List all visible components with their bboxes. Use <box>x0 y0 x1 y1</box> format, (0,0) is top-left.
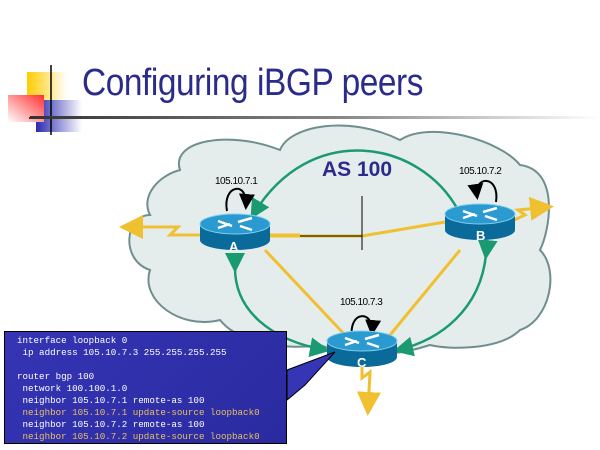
config-line: network 100.100.1.0 <box>17 383 128 394</box>
router-c-loopback-label: 105.10.7.3 <box>340 297 383 308</box>
config-line <box>17 359 286 371</box>
config-line: router bgp 100 <box>17 371 95 382</box>
router-a-loopback-label: 105.10.7.1 <box>215 176 258 187</box>
config-line-highlighted: neighbor 105.10.7.2 update-source loopba… <box>17 431 260 442</box>
router-c-icon[interactable] <box>326 330 398 367</box>
router-c-name: C <box>357 355 367 370</box>
callout-pointer <box>286 351 336 402</box>
config-line: interface loopback 0 <box>17 335 128 346</box>
router-b-loopback-label: 105.10.7.2 <box>459 166 502 177</box>
title-underline <box>30 116 600 119</box>
config-line: neighbor 105.10.7.2 remote-as 100 <box>17 419 205 430</box>
config-line: neighbor 105.10.7.1 remote-as 100 <box>17 395 205 406</box>
router-a-icon[interactable] <box>199 213 271 250</box>
router-b-name: B <box>476 228 486 243</box>
ibgp-sessions <box>224 149 498 358</box>
router-a-name: A <box>229 239 239 254</box>
as-label: AS 100 <box>322 158 393 181</box>
slide-title: Configuring iBGP peers <box>82 62 424 104</box>
router-b-icon[interactable] <box>444 203 516 240</box>
config-line: ip address 105.10.7.3 255.255.255.255 <box>17 347 227 358</box>
router-c-config-callout: interface loopback 0 ip address 105.10.7… <box>4 331 287 444</box>
config-line-highlighted: neighbor 105.10.7.1 update-source loopba… <box>17 407 260 418</box>
